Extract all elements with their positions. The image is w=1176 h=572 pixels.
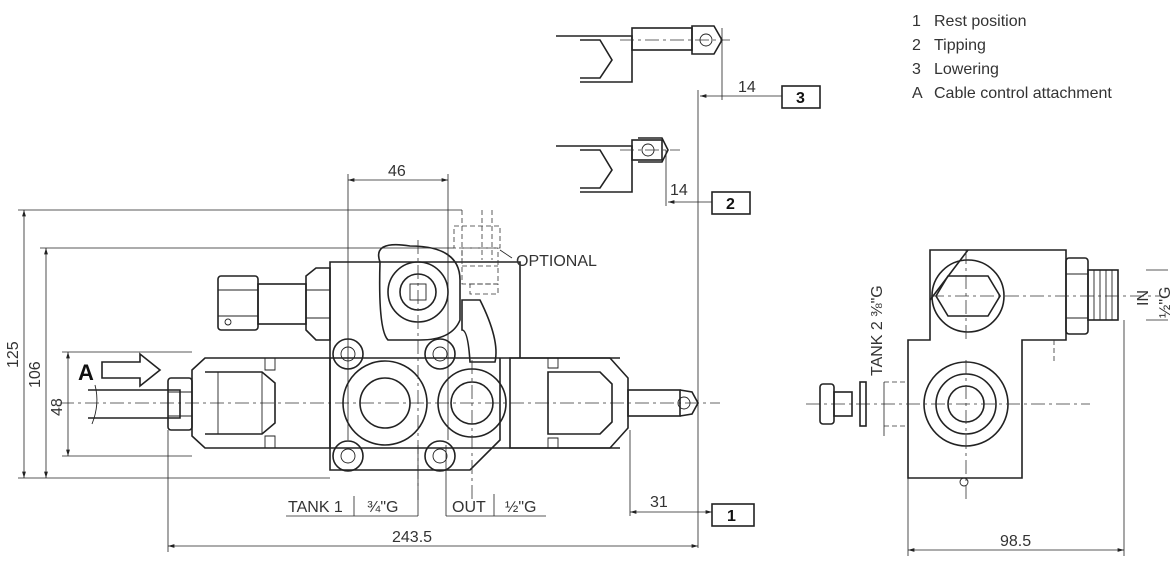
label-tank1-thread: ¾"G xyxy=(367,499,398,516)
label-in-thread: ½"G xyxy=(1157,287,1174,318)
front-view: A xyxy=(60,210,720,500)
valve-body xyxy=(329,240,620,500)
lowering-detail xyxy=(556,25,730,100)
position-box-lowering xyxy=(781,85,821,109)
dim-98: 98.5 xyxy=(1000,533,1031,550)
label-optional: OPTIONAL xyxy=(516,253,597,270)
label-in: IN xyxy=(1135,290,1152,306)
tipping-detail xyxy=(556,137,680,206)
side-view xyxy=(806,249,1168,500)
right-cap xyxy=(509,357,699,449)
upper-left-fitting xyxy=(217,267,331,341)
label-out-thread: ½"G xyxy=(505,499,536,516)
cable-attachment-arrow xyxy=(101,352,162,388)
dim-243: 243.5 xyxy=(392,529,432,546)
dim-14-tipping: 14 xyxy=(670,182,688,199)
label-tank2: TANK 2 ⅜"G xyxy=(869,285,886,376)
dim-125: 125 xyxy=(5,341,22,368)
dim-14-lowering: 14 xyxy=(738,79,756,96)
label-a: A xyxy=(78,360,94,385)
dim-106: 106 xyxy=(27,361,44,388)
label-tank1: TANK 1 xyxy=(288,499,343,516)
optional-fitting xyxy=(453,210,501,295)
position-lowering: 3 xyxy=(796,90,805,107)
position-box-rest xyxy=(711,503,755,527)
position-tipping: 2 xyxy=(726,196,735,213)
dim-48: 48 xyxy=(49,398,66,416)
dim-31: 31 xyxy=(650,494,668,511)
position-box-tipping xyxy=(711,191,751,215)
position-rest: 1 xyxy=(727,508,736,525)
cable-rod xyxy=(88,377,193,431)
dim-46: 46 xyxy=(388,163,406,180)
label-out: OUT xyxy=(452,499,486,516)
